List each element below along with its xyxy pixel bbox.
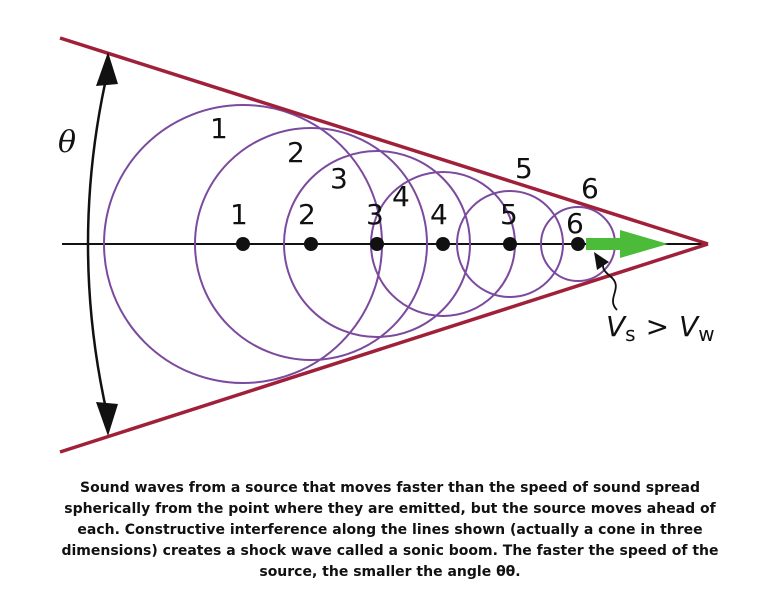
source-position-3: [370, 237, 384, 251]
velocity-relation: Vs > Vw: [606, 310, 715, 346]
wave-label-1: 1: [210, 112, 228, 145]
velocity-arrowhead-icon: [620, 230, 668, 258]
leader-arrowhead-icon: [594, 252, 609, 270]
shock-cone-upper: [59, 36, 709, 246]
vw-subscript: w: [698, 322, 714, 346]
velocity-operator: >: [646, 310, 669, 343]
wave-label-2: 2: [287, 136, 305, 169]
sonic-boom-diagram: θ 1 2 3 4 5 6 1 2 3 4 5 6 Vs > Vw: [58, 36, 715, 454]
source-position-4: [436, 237, 450, 251]
wavefront-3: [283, 150, 471, 338]
vs-symbol: V: [606, 310, 627, 343]
source-label-4: 4: [430, 198, 448, 231]
angle-arrowhead-bottom-icon: [96, 402, 118, 436]
wavefront-5: [456, 190, 564, 298]
source-position-5: [503, 237, 517, 251]
wave-label-4: 4: [392, 180, 410, 213]
angle-arrowhead-top-icon: [96, 52, 118, 86]
source-position-6: [571, 237, 585, 251]
vw-symbol: V: [679, 310, 700, 343]
source-label-6: 6: [566, 207, 584, 240]
source-label-2: 2: [298, 198, 316, 231]
wavefront-2: [194, 127, 428, 361]
figure-caption: Sound waves from a source that moves fas…: [61, 480, 719, 580]
angle-label: θ: [58, 125, 76, 160]
wave-label-6: 6: [581, 172, 599, 205]
source-position-2: [304, 237, 318, 251]
shock-cone-lower: [59, 242, 709, 454]
source-position-1: [236, 237, 250, 251]
source-label-3: 3: [366, 198, 384, 231]
source-label-1: 1: [230, 198, 248, 231]
angle-arc: [86, 69, 110, 419]
vs-subscript: s: [625, 322, 635, 346]
wave-label-3: 3: [330, 162, 348, 195]
source-label-5: 5: [500, 198, 518, 231]
velocity-arrow-shaft: [586, 238, 626, 250]
wave-label-5: 5: [515, 152, 533, 185]
